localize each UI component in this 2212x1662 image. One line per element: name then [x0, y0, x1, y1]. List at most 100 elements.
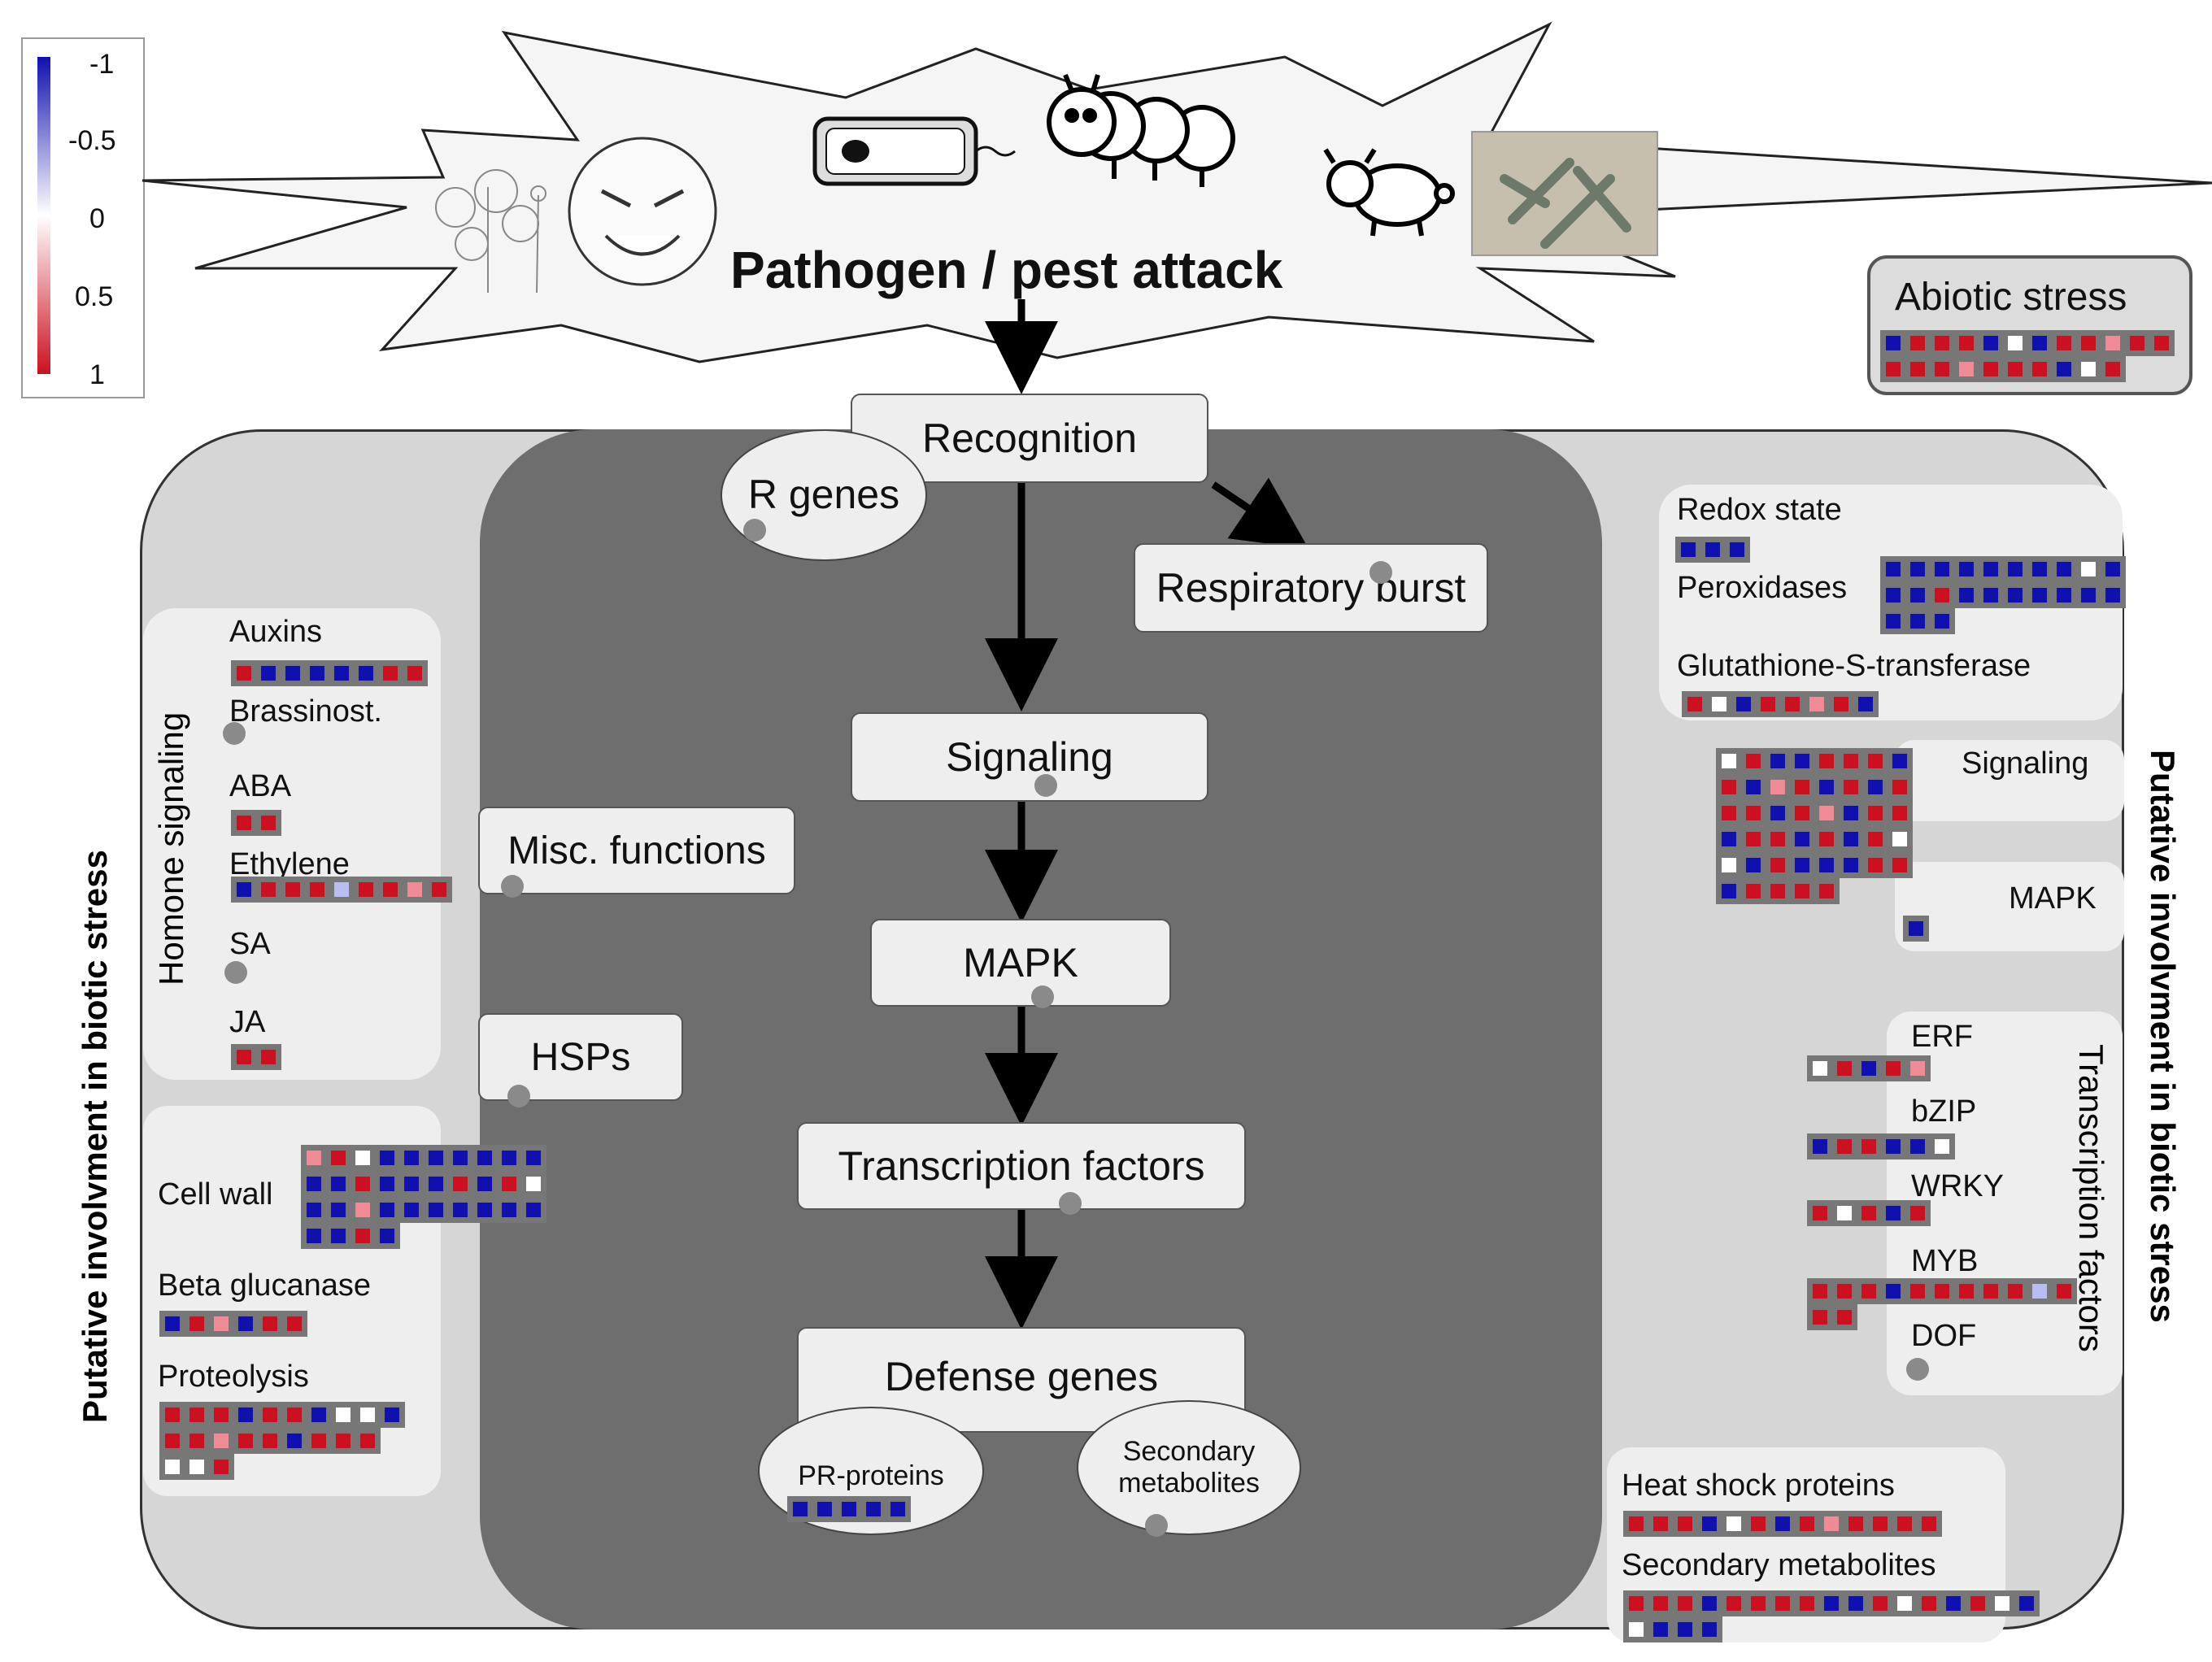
gst-heatmap — [1682, 691, 1879, 717]
heatmap-cell — [1721, 1590, 1747, 1616]
heatmap-cell — [330, 1428, 356, 1454]
dof-dot — [1906, 1358, 1929, 1381]
heatmap-cell — [812, 1496, 838, 1522]
heatmap-cell — [1828, 691, 1854, 717]
heatmap-cell — [472, 1223, 498, 1249]
heatmap-cell — [1965, 1616, 1991, 1642]
heatmap-cell — [257, 1428, 283, 1454]
heatmap-cell — [2100, 556, 2126, 582]
heatmap-cell — [1648, 1590, 1674, 1616]
heatmap-cell — [1623, 1616, 1649, 1642]
heatmap-cell — [1916, 1590, 1942, 1616]
peroxidases-label: Peroxidases — [1677, 571, 1848, 605]
heatmap-cell — [1856, 1055, 1882, 1081]
heatmap-cell — [2075, 582, 2101, 608]
heatmap-cell — [447, 1145, 473, 1171]
heatmap-cell — [231, 877, 257, 903]
heatmap-cell — [496, 1223, 522, 1249]
heatmap-cell — [1838, 774, 1864, 800]
heatmap-cell — [159, 1428, 185, 1454]
heatmap-cell — [255, 810, 281, 836]
heatmap-cell — [1716, 852, 1742, 878]
heatmap-cell — [350, 1197, 376, 1223]
heatmap-cell — [1862, 878, 1888, 904]
heatmap-cell — [379, 1428, 405, 1454]
heatmap-cell — [1807, 1200, 1833, 1226]
heatmap-cell — [379, 1402, 405, 1428]
heatmap-cell — [2002, 1304, 2028, 1330]
abiotic-heatmap — [1880, 330, 2175, 382]
heatmap-cell — [2051, 556, 2077, 582]
heatmap-cell — [1807, 1304, 1833, 1330]
heatmap-cell — [1779, 691, 1805, 717]
heatmap-cell — [1716, 800, 1742, 826]
heatmap-cell — [2051, 1278, 2077, 1304]
wrky-label: WRKY — [1911, 1169, 2004, 1203]
heatmap-cell — [208, 1402, 234, 1428]
heatmap-cell — [402, 877, 428, 903]
heatmap-cell — [374, 1171, 400, 1197]
heatmap-cell — [325, 1197, 351, 1223]
proteolysis-label: Proteolysis — [158, 1360, 309, 1394]
heatmap-cell — [1905, 356, 1931, 382]
heatmap-cell — [1856, 1200, 1882, 1226]
right-mapk-label: MAPK — [2009, 881, 2097, 916]
heatmap-cell — [1740, 826, 1766, 852]
proteolysis-heatmap — [159, 1402, 405, 1480]
hsps-dot — [507, 1085, 530, 1107]
heatmap-cell — [520, 1171, 546, 1197]
heatmap-cell — [2100, 330, 2126, 356]
heatmap-cell — [1892, 1590, 1918, 1616]
heatmap-cell — [350, 1223, 376, 1249]
heatmap-cell — [281, 1311, 307, 1337]
heatmap-cell — [860, 1496, 886, 1522]
heatmap-cell — [1672, 1511, 1698, 1537]
secondary-metabolites-heatmap — [1623, 1590, 2040, 1642]
heatmap-cell — [1648, 1616, 1674, 1642]
ja-heatmap — [231, 1044, 281, 1070]
heatmap-cell — [1989, 1590, 2015, 1616]
heatmap-cell — [447, 1197, 473, 1223]
heatmap-cell — [1978, 608, 2004, 634]
heatmap-cell — [1880, 330, 1906, 356]
heatmap-cell — [1843, 1511, 1869, 1537]
heatmap-cell — [231, 1044, 257, 1070]
heatmap-cell — [1862, 852, 1888, 878]
legend-color-bar — [37, 57, 50, 374]
heatmap-cell — [423, 1145, 449, 1171]
heatmap-cell — [377, 660, 403, 686]
heatmap-cell — [1765, 800, 1791, 826]
heatmap-cell — [1862, 826, 1888, 852]
heatmap-cell — [1740, 774, 1766, 800]
heatmap-cell — [836, 1496, 862, 1522]
heatmap-cell — [1978, 582, 2004, 608]
right-signaling-heatmap — [1716, 748, 1913, 904]
heatmap-cell — [159, 1311, 185, 1337]
heatmap-cell — [472, 1171, 498, 1197]
heatmap-cell — [520, 1197, 546, 1223]
heatmap-cell — [1721, 1511, 1747, 1537]
secondary-metabolites-label: Secondary metabolites — [1622, 1548, 1936, 1582]
transcription-factors-box: Transcription factors — [797, 1122, 1246, 1210]
heatmap-cell — [398, 1197, 425, 1223]
heatmap-cell — [280, 877, 306, 903]
heatmap-cell — [1940, 1590, 1966, 1616]
heatmap-cell — [423, 1197, 449, 1223]
heatmap-cell — [355, 1402, 381, 1428]
heatmap-cell — [447, 1171, 473, 1197]
heatmap-cell — [281, 1402, 307, 1428]
heatmap-cell — [520, 1145, 546, 1171]
heatmap-cell — [1978, 1304, 2004, 1330]
heatmap-cell — [281, 1428, 307, 1454]
heatmap-cell — [447, 1223, 473, 1249]
heatmap-cell — [1696, 1590, 1722, 1616]
heatmap-cell — [231, 810, 257, 836]
heatmap-cell — [1789, 852, 1815, 878]
heatmap-cell — [1818, 1590, 1844, 1616]
heatmap-cell — [2051, 582, 2077, 608]
heatmap-cell — [2002, 1278, 2028, 1304]
heatmap-cell — [2027, 1304, 2053, 1330]
heatmap-cell — [350, 1145, 376, 1171]
hormone-panel — [143, 608, 441, 1080]
